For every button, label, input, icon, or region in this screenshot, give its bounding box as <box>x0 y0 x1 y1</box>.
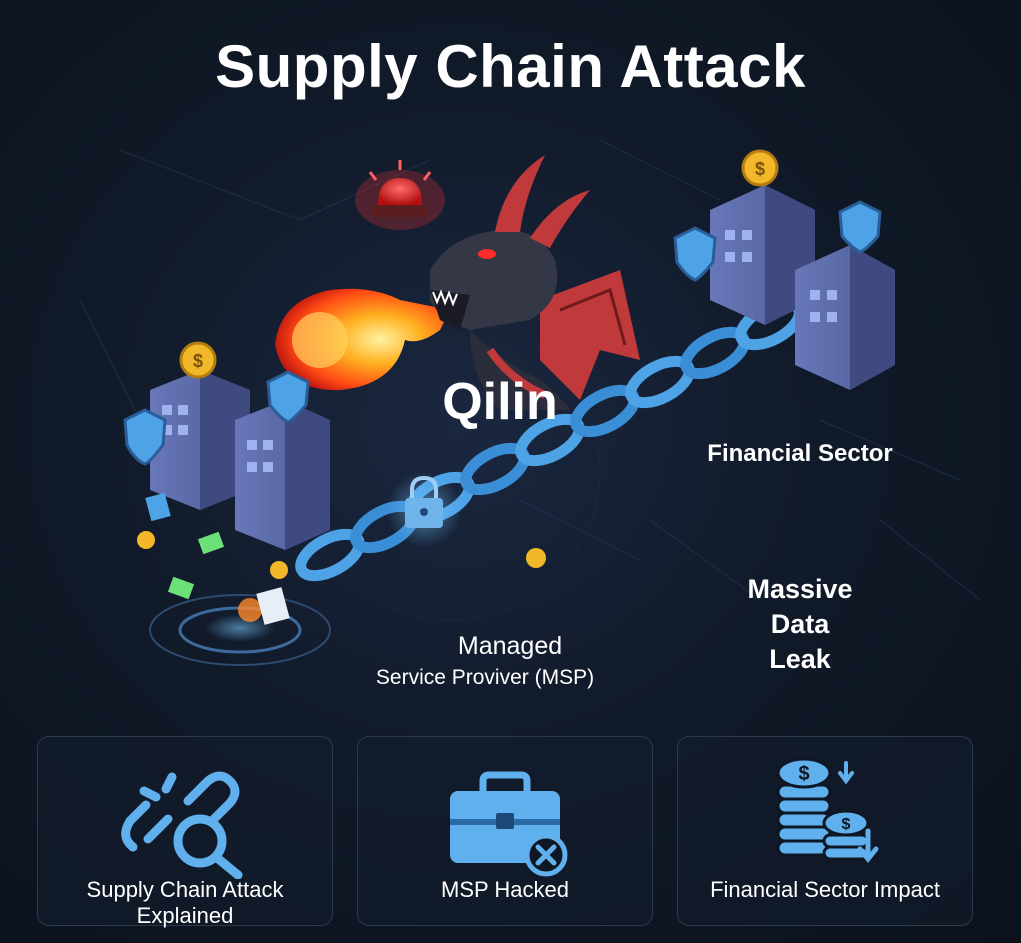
svg-text:$: $ <box>842 816 851 833</box>
msp-buildings-icon: $ <box>123 341 330 550</box>
page-title: Supply Chain Attack <box>215 33 806 100</box>
card-financial-impact[interactable]: $ $ Financial Sector Impact <box>677 736 973 926</box>
svg-text:$: $ <box>798 763 809 785</box>
card-label: MSP Hacked <box>441 877 569 902</box>
card-label: Financial Sector Impact <box>710 877 940 902</box>
card-label: Supply Chain Attack Explained <box>86 877 284 928</box>
info-cards: Supply Chain Attack Explained MSP Hacked… <box>0 736 1021 928</box>
fire-breath <box>275 288 450 391</box>
padlock-icon <box>386 472 462 548</box>
breach-vortex <box>137 492 331 666</box>
broken-chain-magnifier-icon <box>121 771 243 879</box>
leak-line: Data <box>770 609 830 639</box>
financial-sector-label: Financial Sector <box>707 440 893 467</box>
attacker-label: Qilin <box>442 373 558 431</box>
msp-label-line2: Service Proviver (MSP) <box>375 666 595 689</box>
msp-label-line1: Managed <box>457 632 563 660</box>
attack-illustration: $ <box>79 139 981 666</box>
leak-line: Leak <box>769 644 831 674</box>
svg-text:$: $ <box>193 351 203 371</box>
dragon-qilin-icon <box>430 155 640 410</box>
card-supply-chain-explained[interactable]: Supply Chain Attack Explained <box>37 736 333 928</box>
leak-line: Massive <box>747 574 853 604</box>
coin-stack-down-icon: $ $ <box>776 757 879 864</box>
card-msp-hacked[interactable]: MSP Hacked <box>357 736 653 926</box>
data-leak-label: Massive Data Leak <box>730 572 870 677</box>
financial-buildings-icon: $ <box>673 149 895 390</box>
svg-text:$: $ <box>755 159 765 179</box>
coin-icon <box>526 548 546 568</box>
alarm-siren-icon <box>355 160 445 230</box>
briefcase-x-icon <box>450 771 568 877</box>
